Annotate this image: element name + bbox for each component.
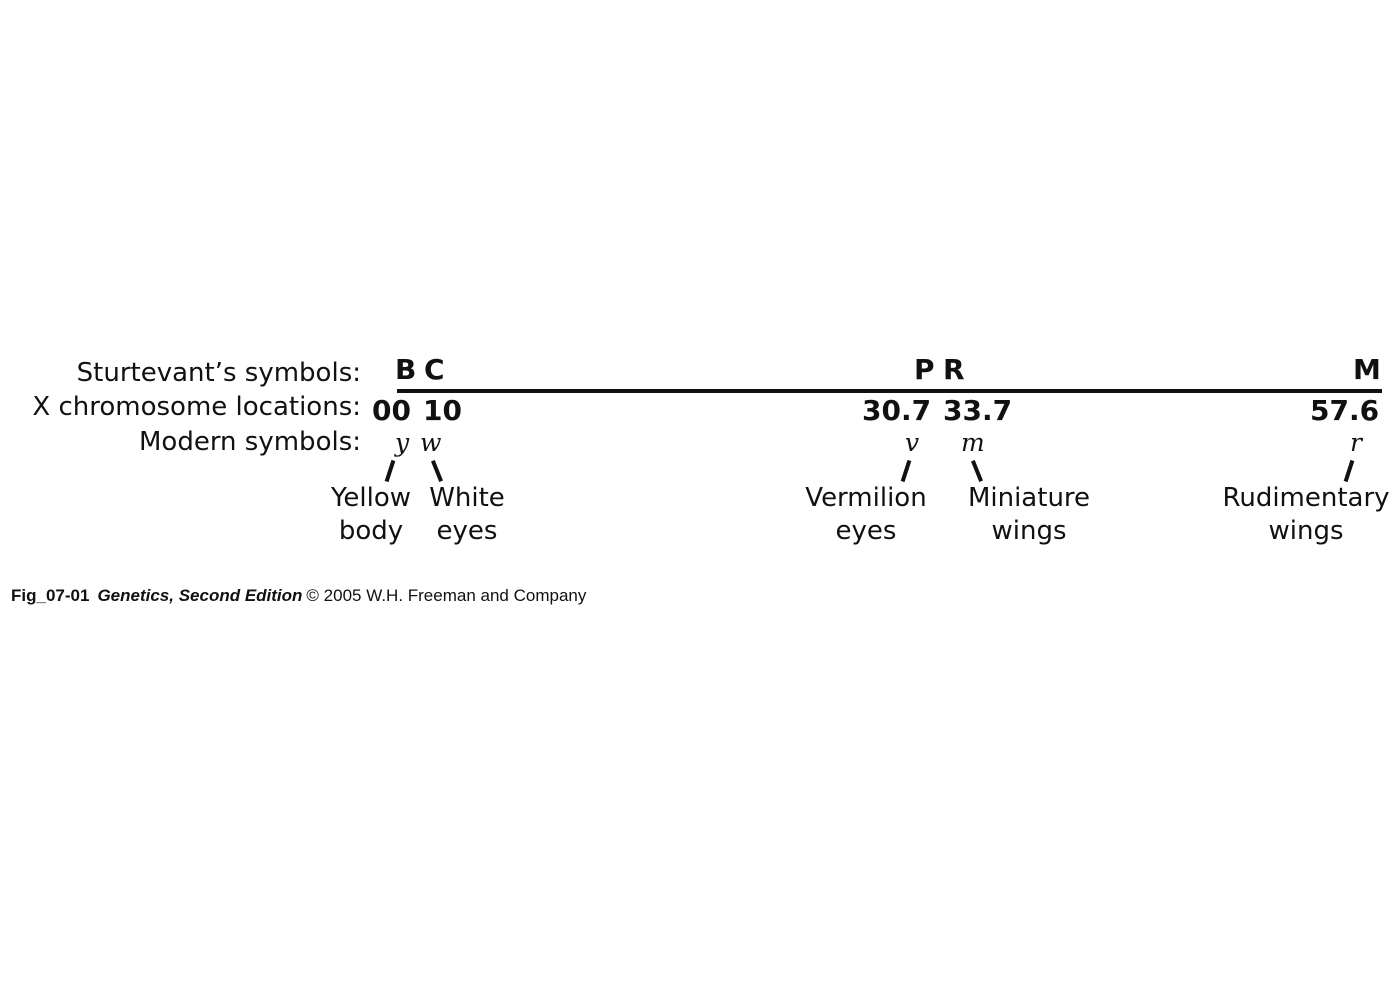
modern-symbol-r: r [1350,428,1362,457]
trait-yellow-body: Yellow body [322,482,420,548]
connector-tick-w [431,460,443,482]
modern-symbol-m: m [961,428,985,457]
x-chromosome-locations-label: X chromosome locations: [32,392,361,422]
trait-rudimentary-wings: Rudimentary wings [1214,482,1398,548]
trait-line: Miniature [967,483,1091,513]
modern-symbol-w: w [420,428,442,457]
trait-line: Yellow [330,483,412,513]
location-w: 10 [423,394,462,427]
trait-line: body [338,516,404,546]
sturtevant-symbol-p: P [914,353,935,386]
connector-tick-v [900,459,912,483]
connector-tick-r [1343,459,1355,483]
modern-symbols-label: Modern symbols: [138,427,361,457]
modern-symbol-y: y [395,428,410,457]
connector-tick-m [971,460,983,482]
sturtevant-symbols-label: Sturtevant’s symbols: [76,358,361,388]
trait-line: wings [991,516,1067,546]
location-v: 30.7 [862,394,932,427]
trait-line: White [429,483,505,513]
figure-number: Fig_07-01 [11,586,90,605]
location-r: 57.6 [1310,394,1380,427]
location-m: 33.7 [943,394,1013,427]
chromosome-line [397,389,1382,393]
trait-line: Rudimentary [1222,483,1390,513]
location-y: 00 [372,394,411,427]
sturtevant-symbol-c: C [424,353,445,386]
copyright-notice: © 2005 W.H. Freeman and Company [306,586,587,605]
modern-symbol-v: v [905,428,920,457]
sturtevant-symbol-m: M [1353,353,1381,386]
trait-line: eyes [835,516,897,546]
trait-line: Vermilion [805,483,927,513]
sturtevant-symbol-b: B [395,353,417,386]
trait-miniature-wings: Miniature wings [958,482,1100,548]
trait-line: wings [1268,516,1344,546]
sturtevant-symbol-r: R [943,353,965,386]
trait-white-eyes: White eyes [422,482,512,548]
connector-tick-y [384,459,396,483]
figure-caption: Fig_07-01 Genetics, Second Edition© 2005 … [11,587,586,604]
book-title: Genetics, Second Edition [97,586,303,605]
trait-line: eyes [436,516,498,546]
trait-vermilion-eyes: Vermilion eyes [794,482,938,548]
